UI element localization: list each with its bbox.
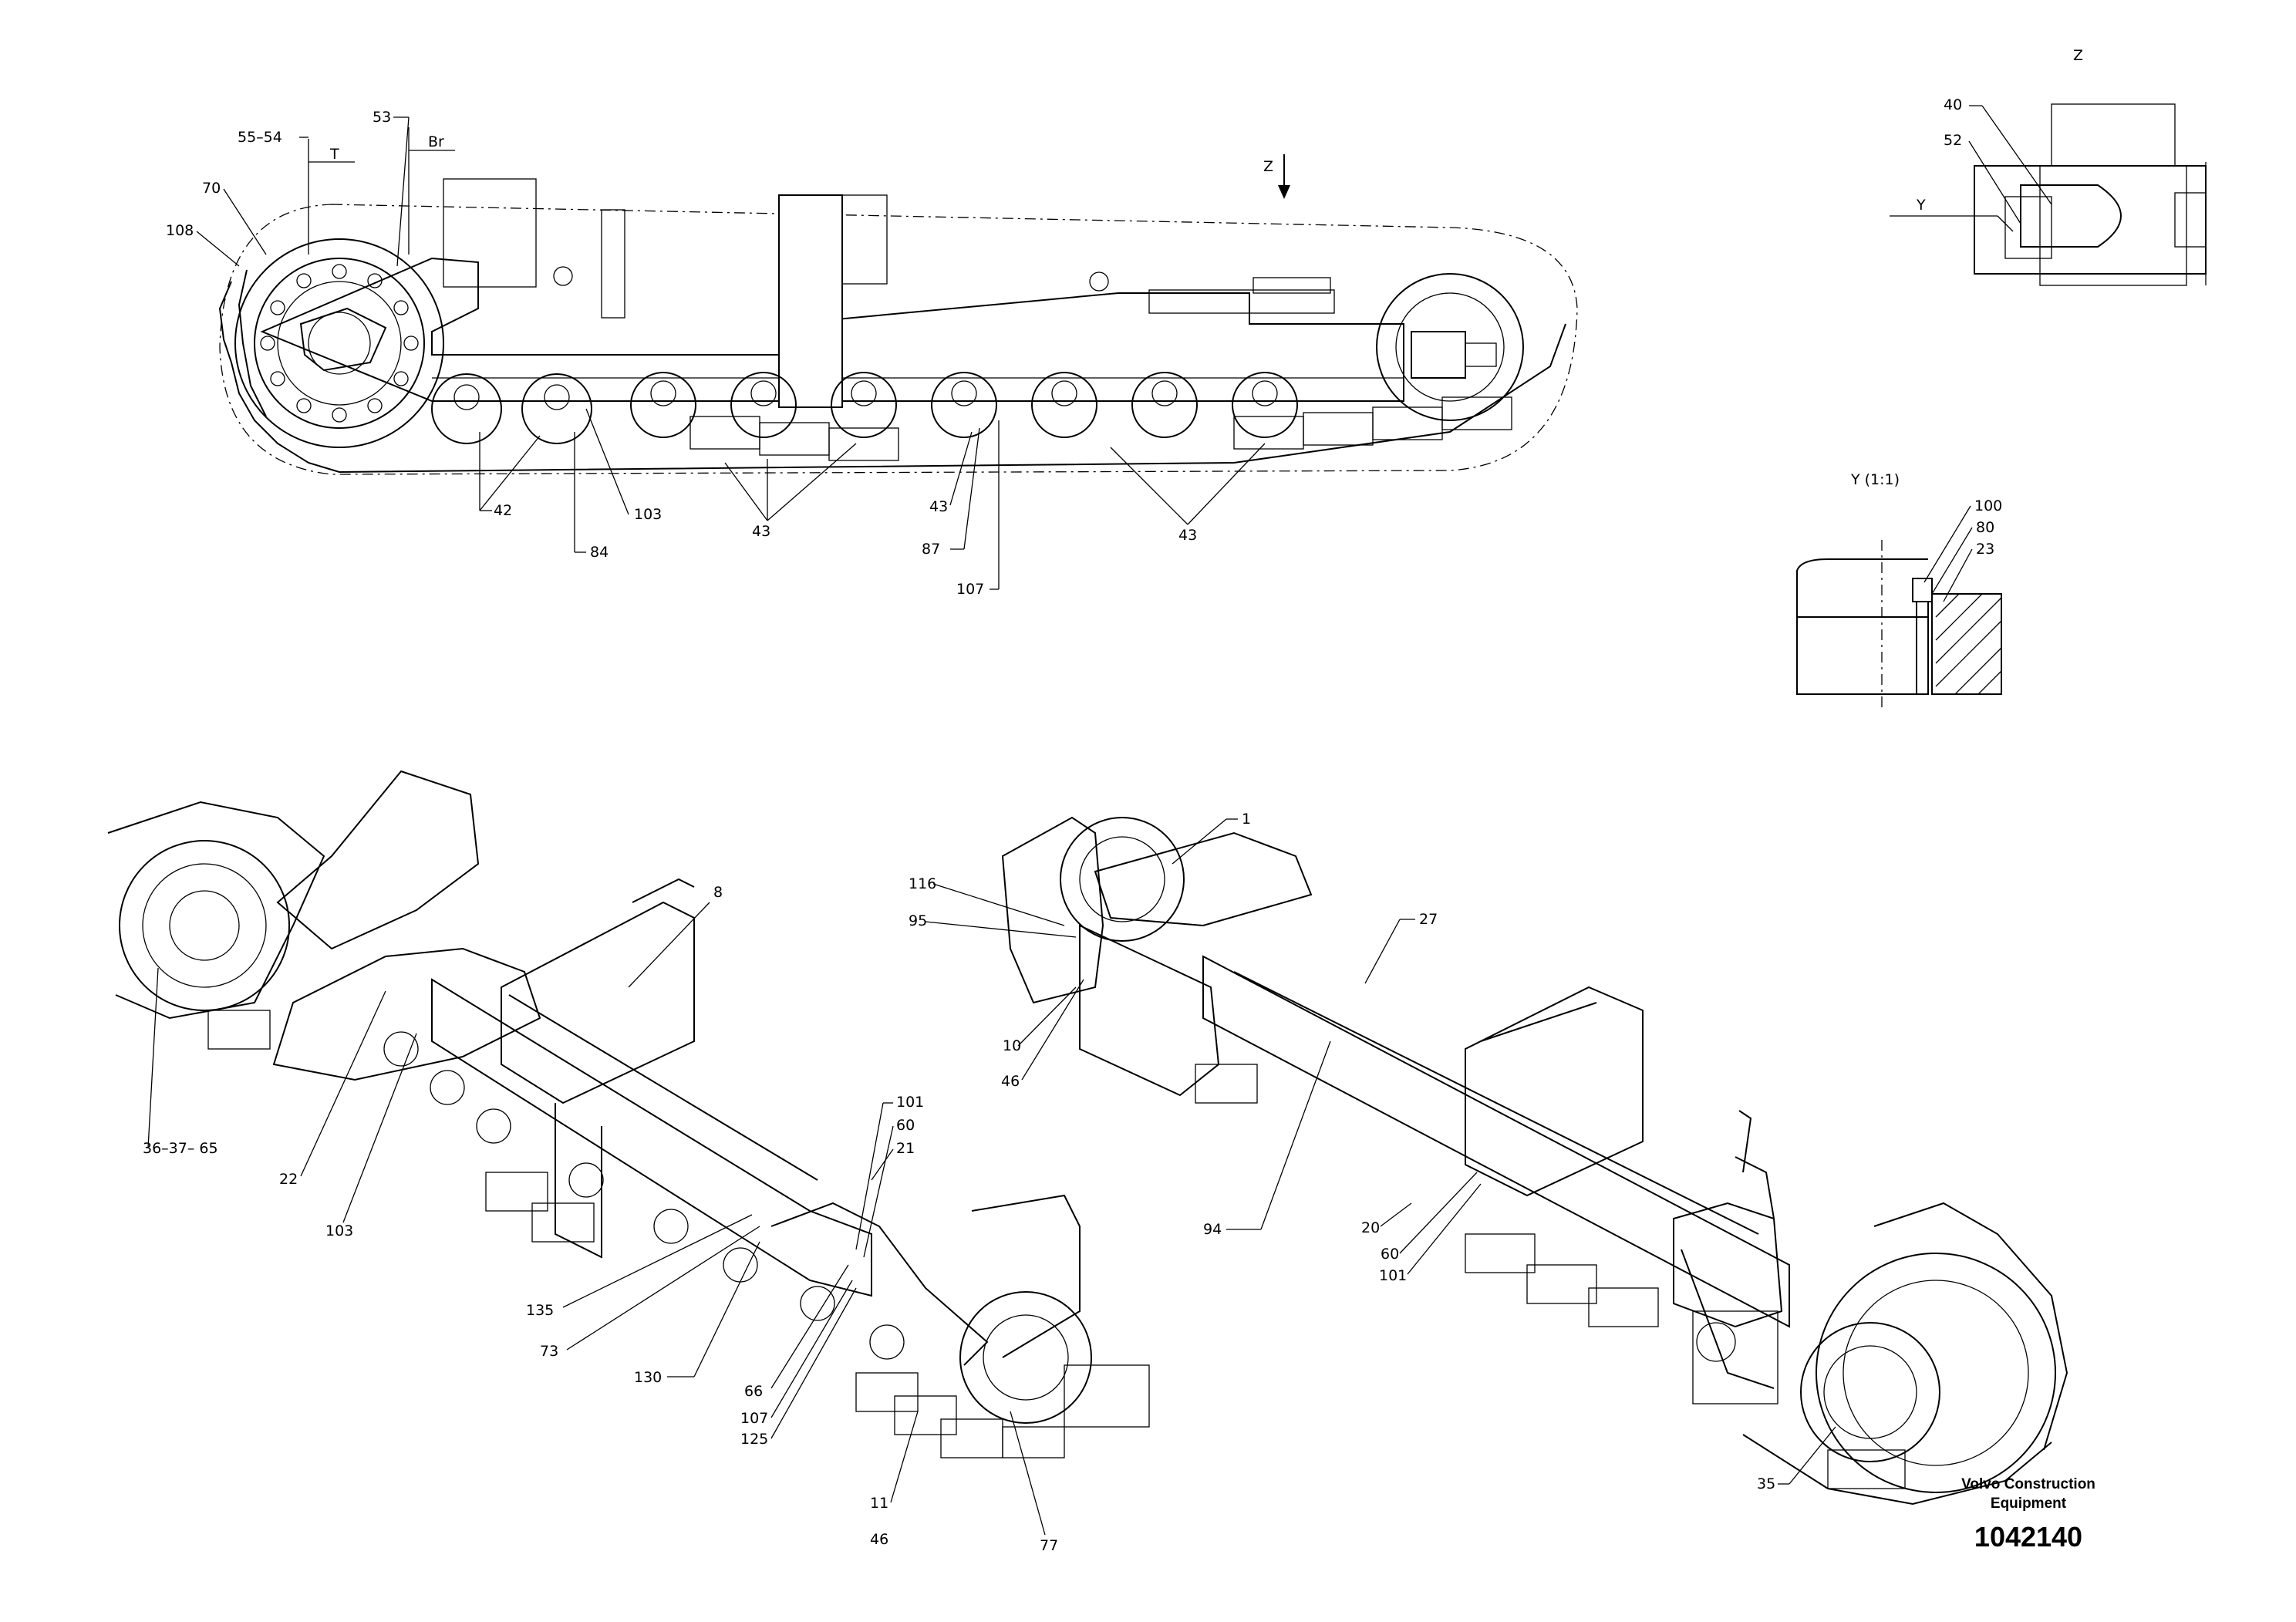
detail-y: Y (1:1) 100 80 23 xyxy=(1796,471,2002,710)
brand-block: Volvo Construction Equipment 1042140 xyxy=(1961,1476,2095,1553)
track-shoes-bottom xyxy=(689,396,1512,461)
section-hatching xyxy=(1935,593,2002,695)
callout-84: 84 xyxy=(590,544,609,561)
callout-35: 35 xyxy=(1757,1475,1775,1492)
callout-8: 8 xyxy=(713,884,723,901)
brand-line-2: Equipment xyxy=(1991,1496,2067,1512)
callout-22: 22 xyxy=(279,1171,298,1188)
callout-125: 125 xyxy=(740,1431,768,1448)
view-z: Z 40 52 Y xyxy=(1890,47,2207,286)
callout-60-right: 60 xyxy=(1381,1246,1399,1263)
callout-70: 70 xyxy=(202,180,221,197)
callout-101-right: 101 xyxy=(1379,1267,1407,1284)
callout-108: 108 xyxy=(166,222,194,239)
callout-36-37-65: 36–37– 65 xyxy=(143,1140,218,1157)
callout-135: 135 xyxy=(526,1302,554,1319)
callout-60-left: 60 xyxy=(896,1117,915,1134)
detail-y-title: Y (1:1) xyxy=(1850,471,1900,488)
callout-10: 10 xyxy=(1003,1037,1021,1054)
callout-101-left: 101 xyxy=(896,1094,924,1111)
callout-66: 66 xyxy=(744,1383,763,1400)
callout-21: 21 xyxy=(896,1140,915,1157)
callout-52: 52 xyxy=(1944,132,1962,149)
callout-77: 77 xyxy=(1040,1537,1058,1554)
callout-43-c: 43 xyxy=(1178,527,1197,544)
drawing-number: 1042140 xyxy=(1974,1521,2082,1553)
callout-95: 95 xyxy=(909,912,927,929)
isometric-right-frame xyxy=(1001,816,2068,1506)
callout-42: 42 xyxy=(494,502,512,519)
callout-100: 100 xyxy=(1974,497,2002,514)
section-mark-t: T xyxy=(329,146,339,163)
callout-53: 53 xyxy=(373,109,391,126)
side-view-undercarriage: Z T Br 55–54 53 70 108 42 103 84 xyxy=(166,109,1578,598)
callout-43-b: 43 xyxy=(929,498,948,515)
callouts-right-iso: 1 116 95 10 46 27 94 20 60 101 35 xyxy=(909,811,1836,1492)
callout-1: 1 xyxy=(1242,811,1251,828)
sprocket-bolts xyxy=(260,264,419,423)
callout-103-top: 103 xyxy=(634,506,662,523)
callout-80: 80 xyxy=(1976,519,1994,536)
callout-107-top: 107 xyxy=(956,581,984,598)
callout-94: 94 xyxy=(1203,1221,1222,1238)
z-arrow-label: Z xyxy=(1263,158,1273,175)
callout-73: 73 xyxy=(540,1343,558,1360)
callout-43-a: 43 xyxy=(752,523,770,540)
callout-40: 40 xyxy=(1944,96,1962,113)
callout-87: 87 xyxy=(922,541,940,558)
callout-23: 23 xyxy=(1976,541,1994,558)
track-shoes-right xyxy=(1195,1064,1906,1489)
callout-130: 130 xyxy=(634,1369,662,1386)
callout-11: 11 xyxy=(870,1495,888,1512)
bottom-rollers xyxy=(431,372,1298,444)
callout-46-right: 46 xyxy=(1001,1073,1020,1090)
view-z-title: Z xyxy=(2073,47,2083,64)
callout-116: 116 xyxy=(909,875,936,892)
callouts-left-iso: 36–37– 65 22 103 8 101 60 21 135 73 130 … xyxy=(143,884,1058,1554)
track-shoes-left xyxy=(207,1010,1150,1458)
callout-107-iso: 107 xyxy=(740,1410,768,1427)
isometric-left-frame xyxy=(107,770,1150,1458)
callout-103-iso: 103 xyxy=(325,1222,353,1239)
callout-46-left: 46 xyxy=(870,1531,888,1548)
callout-20: 20 xyxy=(1361,1219,1380,1236)
callouts-side-view: 55–54 53 70 108 42 103 84 43 43 87 xyxy=(166,109,1266,598)
callout-27: 27 xyxy=(1419,911,1438,928)
view-y-marker: Y xyxy=(1916,197,1926,214)
rollers-left xyxy=(383,1031,905,1360)
section-mark-br: Br xyxy=(428,133,444,150)
callout-55-54: 55–54 xyxy=(238,129,282,146)
brand-line-1: Volvo Construction xyxy=(1961,1476,2095,1492)
